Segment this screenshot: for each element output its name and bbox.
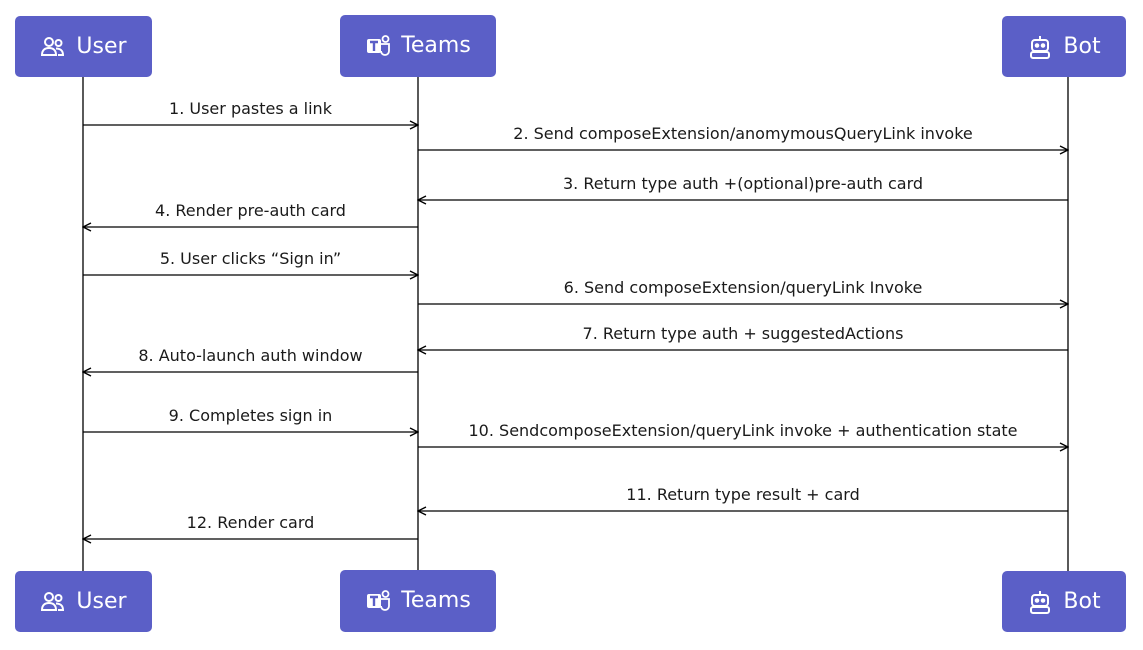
participant-user-bottom: User: [15, 571, 152, 632]
teams-logo-icon: [365, 588, 391, 614]
message-label: 9. Completes sign in: [168, 406, 333, 425]
people-icon: [40, 589, 66, 615]
message-label: 4. Render pre-auth card: [155, 201, 346, 220]
message-label: 7. Return type auth + suggestedActions: [582, 324, 904, 343]
participant-label: Bot: [1063, 588, 1101, 614]
message-label: 12. Render card: [186, 513, 315, 532]
people-icon: [40, 34, 66, 60]
participant-label: Bot: [1063, 33, 1101, 59]
message-label: 3. Return type auth +(optional)pre-auth …: [562, 174, 924, 193]
message-label: 10. SendcomposeExtension/queryLink invok…: [468, 421, 1018, 440]
message-label: 5. User clicks “Sign in”: [159, 249, 342, 268]
participant-bot-bottom: Bot: [1002, 571, 1126, 632]
participant-label: User: [76, 33, 127, 59]
message-label: 11. Return type result + card: [626, 485, 860, 504]
participant-label: Teams: [401, 588, 471, 613]
participant-user-top: User: [15, 16, 152, 77]
message-label: 6. Send composeExtension/queryLink Invok…: [563, 278, 923, 297]
message-label: 1. User pastes a link: [169, 99, 332, 118]
participant-teams-bottom: Teams: [340, 570, 496, 632]
teams-logo-icon: [365, 33, 391, 59]
participant-bot-top: Bot: [1002, 16, 1126, 77]
bot-icon: [1027, 589, 1053, 615]
participant-teams-top: Teams: [340, 15, 496, 77]
participant-label: User: [76, 588, 127, 614]
message-label: 2. Send composeExtension/anomymousQueryL…: [513, 124, 973, 143]
participant-label: Teams: [401, 33, 471, 58]
bot-icon: [1027, 34, 1053, 60]
message-label: 8. Auto-launch auth window: [138, 346, 363, 365]
